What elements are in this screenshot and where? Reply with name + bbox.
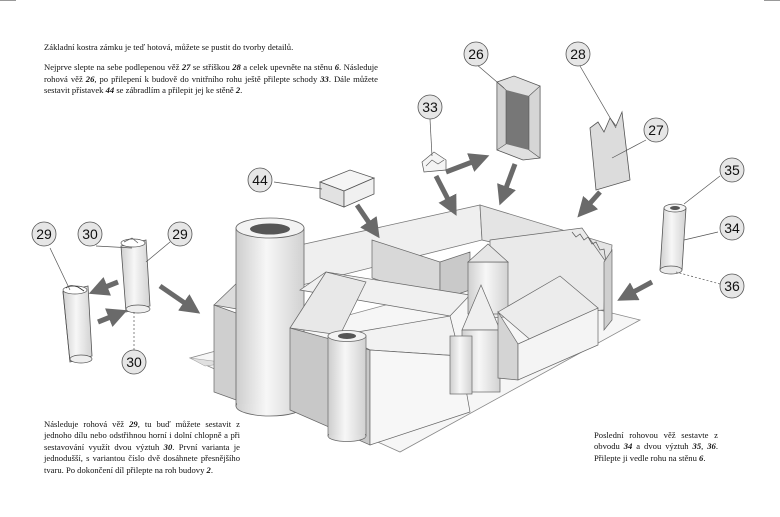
side-tower	[449, 335, 473, 395]
part-27-28-wall	[589, 110, 631, 191]
front-wing-side	[369, 349, 471, 446]
assembly-arrows	[88, 153, 654, 327]
callout-44: 44	[247, 167, 273, 193]
part-33-stairs	[421, 151, 447, 173]
svg-text:44: 44	[252, 172, 268, 188]
callout-33: 33	[417, 94, 443, 120]
svg-text:27: 27	[648, 122, 664, 138]
callout-30-top: 30	[77, 221, 103, 247]
callout-34: 34	[719, 215, 745, 241]
tower-34-instructions: Poslední rohovou věž sestavte z obvodu 3…	[594, 430, 718, 463]
svg-text:35: 35	[724, 162, 740, 178]
svg-text:33: 33	[422, 99, 438, 115]
callout-29-right: 29	[167, 221, 193, 247]
intro-text: Základní kostra zámku je teď hotová, můž…	[44, 42, 378, 106]
part-29-unrolled	[62, 285, 93, 363]
svg-text:29: 29	[172, 226, 188, 242]
svg-text:34: 34	[724, 220, 740, 236]
callout-36: 36	[719, 273, 745, 299]
svg-text:30: 30	[82, 226, 98, 242]
right-wing-wall	[517, 307, 599, 381]
callout-35: 35	[719, 157, 745, 183]
intro-paragraph: Nejprve slepte na sebe podlepenou věž 27…	[44, 62, 378, 96]
part-34-tower	[659, 207, 687, 271]
svg-text:26: 26	[468, 46, 484, 62]
crop-mark-top-right	[764, 0, 780, 1]
svg-text:36: 36	[724, 278, 740, 294]
callout-26: 26	[463, 41, 489, 67]
callout-30-bottom: 30	[121, 349, 147, 375]
part-29-assembled	[120, 239, 151, 313]
callout-28: 28	[565, 41, 591, 67]
intro-line: Základní kostra zámku je teď hotová, můž…	[44, 42, 294, 52]
tower-29-instructions: Následuje rohová věž 29, tu buď můžete s…	[44, 419, 240, 475]
svg-text:28: 28	[570, 46, 586, 62]
svg-text:30: 30	[126, 354, 142, 370]
leader-lines	[49, 63, 721, 352]
crop-mark-top-left	[0, 0, 16, 1]
svg-text:29: 29	[36, 226, 52, 242]
callout-29-left: 29	[31, 221, 57, 247]
callout-27: 27	[643, 117, 669, 143]
